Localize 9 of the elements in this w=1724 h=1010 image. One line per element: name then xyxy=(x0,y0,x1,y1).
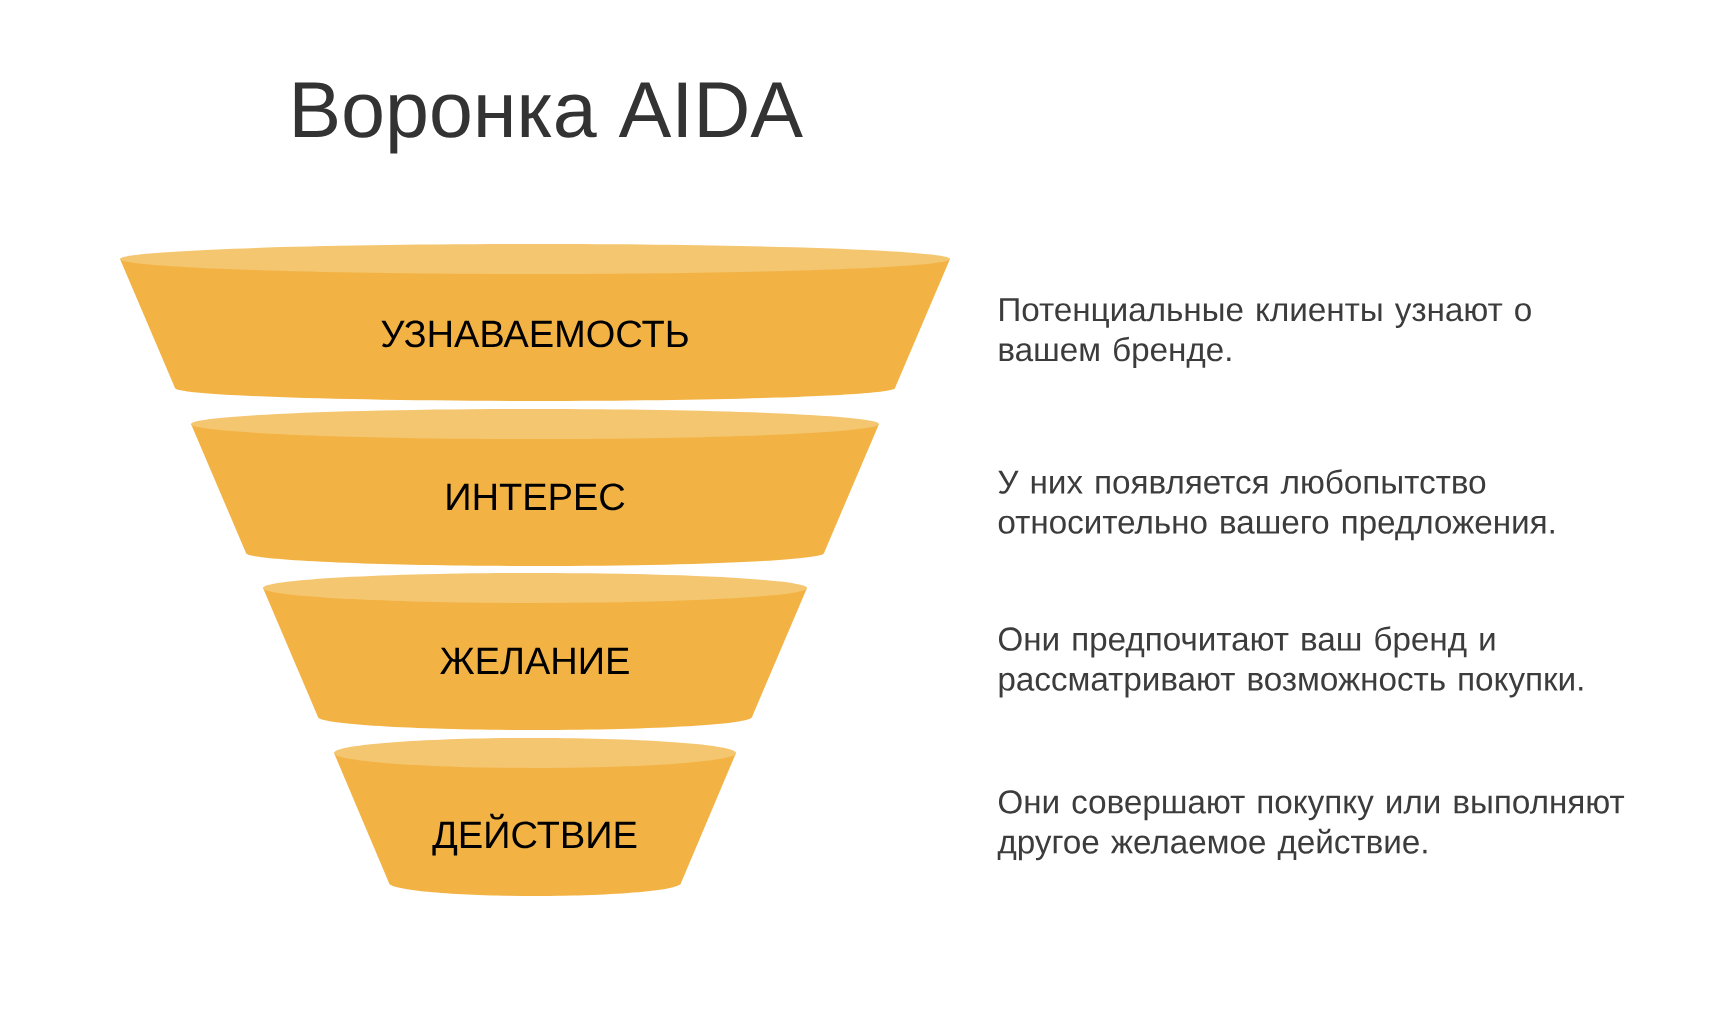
description-text: Потенциальные клиенты узнают о вашем бренде. xyxy=(999,298,1531,368)
title: Воронка AIDA xyxy=(294,82,803,154)
description-text: Они предпочитают ваш бренд и рассматривают возможность покупки. xyxy=(999,626,1583,698)
description-text: Они совершают покупку или выполняют другое желаемое действие. xyxy=(997,790,1625,861)
funnel-segment: ЖЕЛАНИЕ xyxy=(263,573,807,730)
funnel-segment: УЗНАВАЕМОСТЬ xyxy=(120,244,950,401)
description-text: У них появляется любопытство относительно вашего предложения. xyxy=(998,469,1554,541)
funnel-segment: ИНТЕРЕС xyxy=(191,409,879,566)
funnel-segment: ДЕЙСТВИЕ xyxy=(334,738,736,896)
